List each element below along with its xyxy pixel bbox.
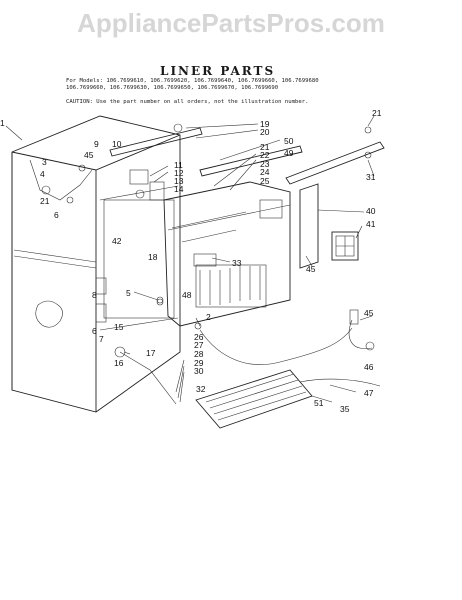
callout-24: 24 — [260, 167, 270, 177]
callout-42: 42 — [112, 236, 122, 246]
channel-and-light-housing — [299, 183, 359, 269]
callout-6b: 6 — [92, 326, 97, 336]
caution-note: CAUTION: Use the part number on all orde… — [66, 99, 309, 105]
callout-labels: 1 2 3 4 5 6 6 7 8 9 10 11 12 13 14 15 16… — [0, 108, 382, 414]
callout-12: 12 — [174, 168, 184, 178]
callout-47: 47 — [364, 388, 374, 398]
callout-45c: 45 — [364, 308, 374, 318]
callout-3: 3 — [42, 157, 47, 167]
callout-40: 40 — [366, 206, 376, 216]
callout-21a: 21 — [260, 142, 270, 152]
callout-21b: 21 — [40, 196, 50, 206]
callout-2: 2 — [206, 312, 211, 322]
callout-18: 18 — [148, 252, 158, 262]
callout-27: 27 — [194, 340, 204, 350]
callout-7: 7 — [99, 334, 104, 344]
callout-31: 31 — [366, 172, 376, 182]
watermark: AppliancePartsPros.com — [77, 8, 385, 38]
model-list: For Models: 106.7699610, 106.7699620, 10… — [66, 78, 396, 92]
callout-29: 29 — [194, 358, 204, 368]
liner-cabinet — [11, 115, 181, 413]
trim-strips — [109, 123, 385, 185]
callout-19: 19 — [260, 119, 270, 129]
callout-5: 5 — [126, 288, 131, 298]
leader-lines — [5, 115, 375, 403]
callout-1: 1 — [0, 118, 5, 128]
control-panel-assembly — [163, 181, 291, 327]
callout-41: 41 — [366, 219, 376, 229]
callout-14: 14 — [174, 184, 184, 194]
callout-10: 10 — [112, 139, 122, 149]
model-line: For Models: 106.7699610, 106.7699620, 10… — [66, 78, 319, 84]
callout-11: 11 — [174, 160, 183, 170]
callout-20: 20 — [260, 127, 270, 137]
callout-9: 9 — [94, 139, 99, 149]
callout-49: 49 — [284, 148, 294, 158]
callout-15: 15 — [114, 322, 124, 332]
diagram-title: LINER PARTS — [160, 64, 276, 78]
page-number: 35 — [340, 404, 350, 414]
callout-28: 28 — [194, 349, 204, 359]
callout-25: 25 — [260, 176, 270, 186]
callout-21c: 21 — [372, 108, 382, 118]
callout-6a: 6 — [54, 210, 59, 220]
callout-23: 23 — [260, 159, 270, 169]
callout-22: 22 — [260, 150, 270, 160]
callout-16: 16 — [114, 358, 124, 368]
callout-45b: 45 — [306, 264, 316, 274]
callout-46: 46 — [364, 362, 374, 372]
callout-51: 51 — [314, 398, 324, 408]
callout-17: 17 — [146, 348, 156, 358]
callout-32: 32 — [196, 384, 206, 394]
callout-26: 26 — [194, 332, 204, 342]
model-line: 106.7699660, 106.7699630, 106.7699650, 1… — [66, 85, 279, 91]
callout-8: 8 — [92, 290, 97, 300]
callout-48: 48 — [182, 290, 192, 300]
callout-4: 4 — [40, 169, 45, 179]
callout-50: 50 — [284, 136, 294, 146]
callout-45a: 45 — [84, 150, 94, 160]
callout-30: 30 — [194, 366, 204, 376]
callout-33: 33 — [232, 258, 242, 268]
callout-13: 13 — [174, 176, 184, 186]
